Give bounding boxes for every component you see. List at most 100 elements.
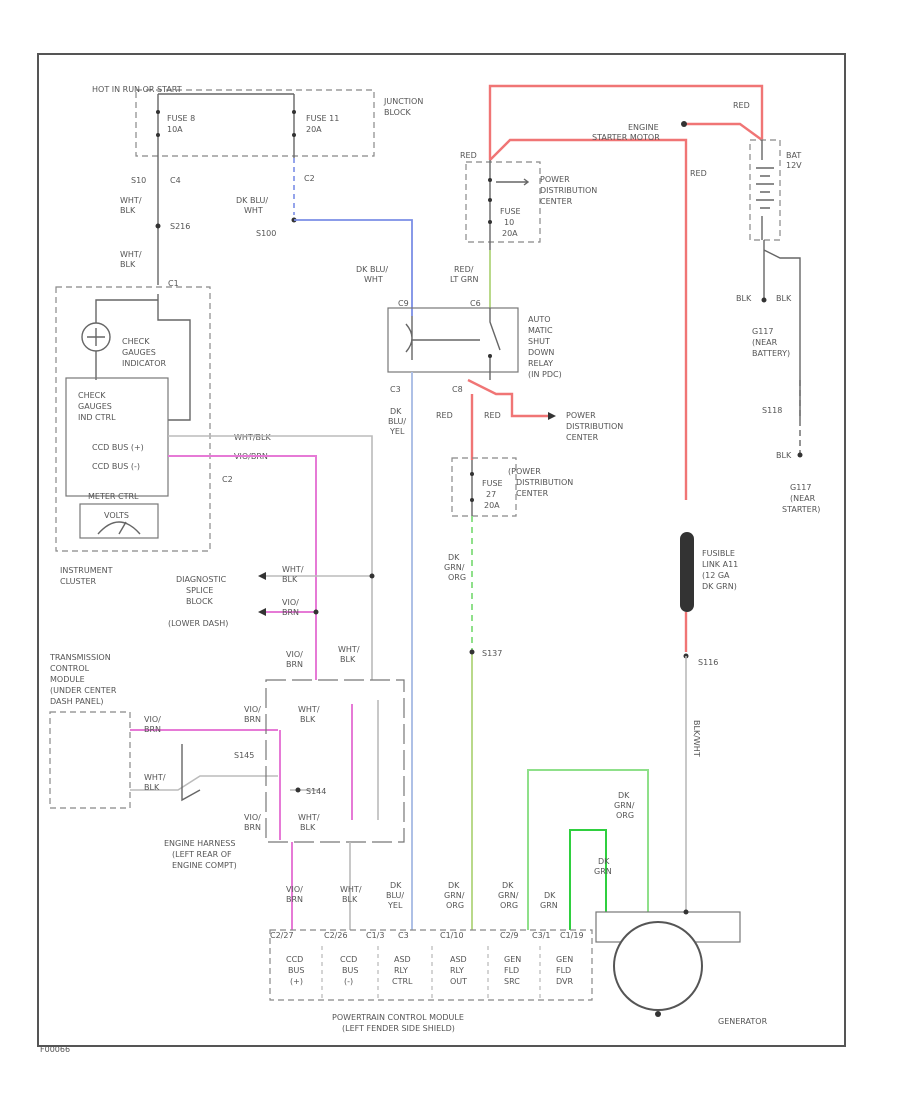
- fuse11-dot-2: [292, 133, 296, 137]
- label-eng-harn-3: ENGINE COMPT): [172, 861, 237, 870]
- voltmeter-arc: [97, 521, 141, 535]
- pin-c20: C2/27: [270, 931, 294, 940]
- pcm-ccd-plus-3: (+): [290, 977, 303, 986]
- label-tcm-1: TRANSMISSION: [49, 653, 111, 662]
- pcm-ccd-plus-1: CCD: [286, 955, 303, 964]
- label-c1: C1: [168, 279, 179, 288]
- label-dk-grn-10b: GRN/: [498, 891, 519, 900]
- label-check-ctrl-2: GAUGES: [78, 402, 112, 411]
- pcm-asd-ctrl-1: ASD: [394, 955, 411, 964]
- label-dk-blu-yel-9a: DK: [390, 881, 402, 890]
- label-diag-4: (LOWER DASH): [168, 619, 228, 628]
- label-fuse10b: 10: [504, 218, 514, 227]
- label-volts: VOLTS: [104, 511, 129, 520]
- label-wht-blk-5a: WHT/: [144, 773, 166, 782]
- label-wht-blk-6a: WHT/: [338, 645, 360, 654]
- label-vio-brn-9a: VIO/: [286, 885, 303, 894]
- pin-c19: C1/19: [560, 931, 584, 940]
- label-diag-2: SPLICE: [186, 586, 213, 595]
- label-pdc3-3: CENTER: [516, 489, 549, 498]
- label-dkblu-wht-1b: WHT: [244, 206, 263, 215]
- pcm-asd-ctrl-2: RLY: [394, 966, 408, 975]
- label-c3: C3: [390, 385, 401, 394]
- label-fuse11-amp: 20A: [306, 125, 322, 134]
- label-fuse10: FUSE: [500, 207, 521, 216]
- label-dkblu-wht-2a: DK BLU/: [356, 265, 388, 274]
- label-eng-harn-1: ENGINE HARNESS: [164, 839, 235, 848]
- label-wht-blk-3: WHT/BLK: [234, 433, 271, 442]
- arrow-diag-wht-blk: [258, 572, 266, 580]
- pcm-asd-out-3: OUT: [450, 977, 467, 986]
- label-wht-blk-9b: BLK: [342, 895, 358, 904]
- label-red-b: RED: [690, 169, 707, 178]
- instrument-cluster-box: [55, 286, 211, 552]
- engine-starter-terminal: [681, 121, 687, 127]
- label-g117b-3: STARTER): [782, 505, 820, 514]
- pcm-asd-out-2: RLY: [450, 966, 464, 975]
- label-dk-grn-org-3: ORG: [448, 573, 466, 582]
- fuse8-dot-2: [156, 133, 160, 137]
- label-blk-wht-gen: BLK/WHT: [692, 720, 701, 757]
- label-engine-starter-1: ENGINE: [628, 123, 659, 132]
- pcm-asd-out-1: ASD: [450, 955, 467, 964]
- label-s216: S216: [170, 222, 190, 231]
- label-dk-grn-6a: DK: [598, 857, 610, 866]
- engine-harness-box: [265, 679, 405, 843]
- label-junction-block-1: JUNCTION: [383, 97, 423, 106]
- label-bat-1: BAT: [786, 151, 801, 160]
- wire-eh-wht-blk: [290, 700, 379, 820]
- label-bat-2: 12V: [786, 161, 802, 170]
- label-red-ltgrn-2: LT GRN: [450, 275, 479, 284]
- label-fuse27-amp: 20A: [484, 501, 500, 510]
- label-eng-harn-2: (LEFT REAR OF: [172, 850, 232, 859]
- label-dkblu-wht-2b: WHT: [364, 275, 383, 284]
- label-junction-block-2: BLOCK: [384, 108, 412, 117]
- wire-gen-src: [527, 769, 649, 930]
- tcm-box: [49, 711, 131, 809]
- junction-block-box: [135, 89, 375, 157]
- fusible-link: [680, 532, 694, 612]
- battery-box: [749, 139, 781, 241]
- asd-switch: [412, 308, 501, 380]
- battery-cells: [756, 140, 774, 240]
- label-dk-grn-5c: ORG: [616, 811, 634, 820]
- fuse8-dot-1: [156, 110, 160, 114]
- label-dk-grn-org-2: GRN/: [444, 563, 465, 572]
- label-vio-brn-5b: BRN: [144, 725, 161, 734]
- label-dk-grn-5a: DK: [618, 791, 630, 800]
- label-vio-brn-4b: BRN: [282, 608, 299, 617]
- splice-s144: [295, 787, 301, 793]
- fuse8-wire: [157, 93, 295, 158]
- label-meter-ctrl: METER CTRL: [88, 492, 139, 501]
- pcm-gen-drv-1: GEN: [556, 955, 573, 964]
- label-tcm-3: MODULE: [50, 675, 85, 684]
- label-red-a: RED: [460, 151, 477, 160]
- label-tcm-5: DASH PANEL): [50, 697, 104, 706]
- diag-dot-vio-brn: [313, 609, 319, 615]
- label-s137: S137: [482, 649, 502, 658]
- pin-c10: C1/10: [440, 931, 464, 940]
- pdc-dot-1: [488, 178, 492, 182]
- label-c2b: C2: [222, 475, 233, 484]
- pcm-ccd-plus-2: BUS: [288, 966, 304, 975]
- label-fusible-4: DK GRN): [702, 582, 737, 591]
- label-wht-blk-6b: BLK: [340, 655, 356, 664]
- s118-dot: [797, 452, 803, 458]
- label-wht-blk-8b: BLK: [300, 823, 316, 832]
- label-vio-brn-6b: BRN: [286, 660, 303, 669]
- fuse27-box: [451, 457, 517, 517]
- splice-s137: [469, 649, 475, 655]
- label-wht-blk-5b: BLK: [144, 783, 160, 792]
- label-tcm-2: CONTROL: [50, 664, 90, 673]
- label-dk-grn-6b: GRN: [594, 867, 612, 876]
- label-red-ltgrn-1: RED/: [454, 265, 474, 274]
- pcm-gen-src-1: GEN: [504, 955, 521, 964]
- pcm-gen-src-3: SRC: [504, 977, 520, 986]
- label-asd-2: MATIC: [528, 326, 553, 335]
- check-gauges-ctrl-box: [65, 377, 169, 497]
- label-wht-blk-1b: BLK: [120, 206, 136, 215]
- label-c4: C4: [170, 176, 181, 185]
- pcm-ccd-minus-1: CCD: [340, 955, 357, 964]
- label-engine-starter-2: STARTER MOTOR: [592, 133, 660, 142]
- arrow-diag-vio-brn: [258, 608, 266, 616]
